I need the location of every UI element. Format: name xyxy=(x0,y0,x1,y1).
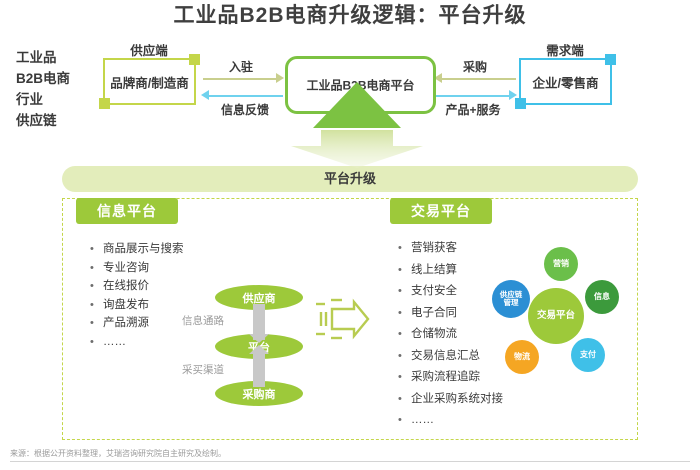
stack-node-buyer: 采购商 xyxy=(215,381,303,406)
arrow-head-feedback xyxy=(201,90,209,100)
upgrade-banner-label: 平台升级 xyxy=(323,171,376,186)
corner-square-icon xyxy=(515,98,526,109)
footer-divider xyxy=(10,461,690,462)
arrow-line-goods xyxy=(436,95,510,97)
stack-path-label-info: 信息通路 xyxy=(182,315,224,327)
left-label-line-4: 供应链 xyxy=(16,113,57,128)
arrow-head-procure xyxy=(434,73,442,83)
left-axis-label: 工业品 B2B电商 行业 供应链 xyxy=(16,47,70,131)
list-item: 交易信息汇总 xyxy=(398,346,503,368)
demand-node-box: 企业/零售商 xyxy=(515,54,616,109)
cluster-node-payment-label: 支付 xyxy=(580,349,596,359)
page-title: 工业品B2B电商升级逻辑：平台升级 xyxy=(173,4,527,27)
transition-arrow-icon xyxy=(316,298,370,340)
upgrade-banner: 平台升级 xyxy=(62,166,638,192)
arrow-label-join: 入驻 xyxy=(228,60,253,74)
upgrade-triangle-icon xyxy=(313,82,401,128)
cluster-node-logistics: 物流 xyxy=(505,340,539,374)
left-label-line-2: B2B电商 xyxy=(16,71,71,86)
cluster-node-marketing: 营销 xyxy=(544,247,578,281)
list-item: 电子合同 xyxy=(398,303,503,325)
arrow-head-goods xyxy=(509,90,517,100)
list-item: …… xyxy=(398,410,503,432)
cluster-node-logistics-label: 物流 xyxy=(514,351,530,361)
stack-node-supplier-label: 供应商 xyxy=(242,292,276,305)
arrow-line-procure xyxy=(442,78,516,80)
list-item: 采购流程追踪 xyxy=(398,367,503,389)
platform-detail-panel xyxy=(62,198,638,440)
stack-connector-bar xyxy=(253,304,265,340)
corner-square-icon xyxy=(99,98,110,109)
list-item: 在线报价 xyxy=(90,277,184,296)
list-item: 询盘发布 xyxy=(90,296,184,315)
list-item: 仓储物流 xyxy=(398,324,503,346)
stack-node-buyer-label: 采购商 xyxy=(242,388,276,401)
arrow-label-feedback: 信息反馈 xyxy=(220,103,269,117)
cluster-node-information-label: 信息 xyxy=(594,291,610,301)
supply-node-box: 品牌商/制造商 xyxy=(99,54,200,109)
arrow-line-join xyxy=(203,78,277,80)
arrow-label-procure: 采购 xyxy=(462,60,487,74)
stack-path-label-purchase: 采买渠道 xyxy=(182,364,224,376)
cluster-center-label: 交易平台 xyxy=(536,310,575,322)
source-note: 来源：根据公开资料整理，艾瑞咨询研究院自主研究及绘制。 xyxy=(10,449,226,458)
cluster-node-information: 信息 xyxy=(585,280,619,314)
list-item: 专业咨询 xyxy=(90,259,184,278)
arrow-line-feedback xyxy=(209,95,283,97)
arrow-label-goods: 产品+服务 xyxy=(445,103,501,117)
list-item: 营销获客 xyxy=(398,238,503,260)
cluster-node-marketing-label: 营销 xyxy=(553,258,569,268)
list-item: 线上结算 xyxy=(398,260,503,282)
stack-connector-arrow-icon xyxy=(249,345,269,354)
section-header-trade-platform: 交易平台 xyxy=(390,198,492,224)
corner-square-icon xyxy=(605,54,616,65)
cluster-node-scm-label: 供应链 管理 xyxy=(499,290,523,307)
stack-connector-bar xyxy=(253,352,265,387)
cluster-node-payment: 支付 xyxy=(571,338,605,372)
list-item: …… xyxy=(90,333,184,352)
info-platform-bullet-list: 商品展示与搜索 专业咨询 在线报价 询盘发布 产品溯源 …… xyxy=(90,240,184,351)
list-item: 支付安全 xyxy=(398,281,503,303)
list-item: 商品展示与搜索 xyxy=(90,240,184,259)
demand-side-caption: 需求端 xyxy=(546,44,584,58)
cluster-node-supply-chain-management: 供应链 管理 xyxy=(492,280,530,318)
section-header-info-platform: 信息平台 xyxy=(76,198,178,224)
arrow-head-join xyxy=(276,73,284,83)
trade-platform-title: 交易平台 xyxy=(411,203,471,219)
stack-connector-arrow-icon xyxy=(249,334,269,343)
left-label-line-3: 行业 xyxy=(16,92,43,107)
cluster-center-trade-platform: 交易平台 xyxy=(528,288,584,344)
supply-side-caption: 供应端 xyxy=(130,44,168,58)
downward-fade-arrow-icon xyxy=(291,130,423,168)
demand-node-label: 企业/零售商 xyxy=(532,76,599,90)
left-label-line-1: 工业品 xyxy=(16,50,57,65)
list-item: 产品溯源 xyxy=(90,314,184,333)
info-platform-title: 信息平台 xyxy=(97,203,157,219)
list-item: 企业采购系统对接 xyxy=(398,389,503,411)
supply-node-label: 品牌商/制造商 xyxy=(110,76,189,90)
corner-square-icon xyxy=(189,54,200,65)
trade-platform-bullet-list: 营销获客 线上结算 支付安全 电子合同 仓储物流 交易信息汇总 采购流程追踪 企… xyxy=(398,238,503,432)
